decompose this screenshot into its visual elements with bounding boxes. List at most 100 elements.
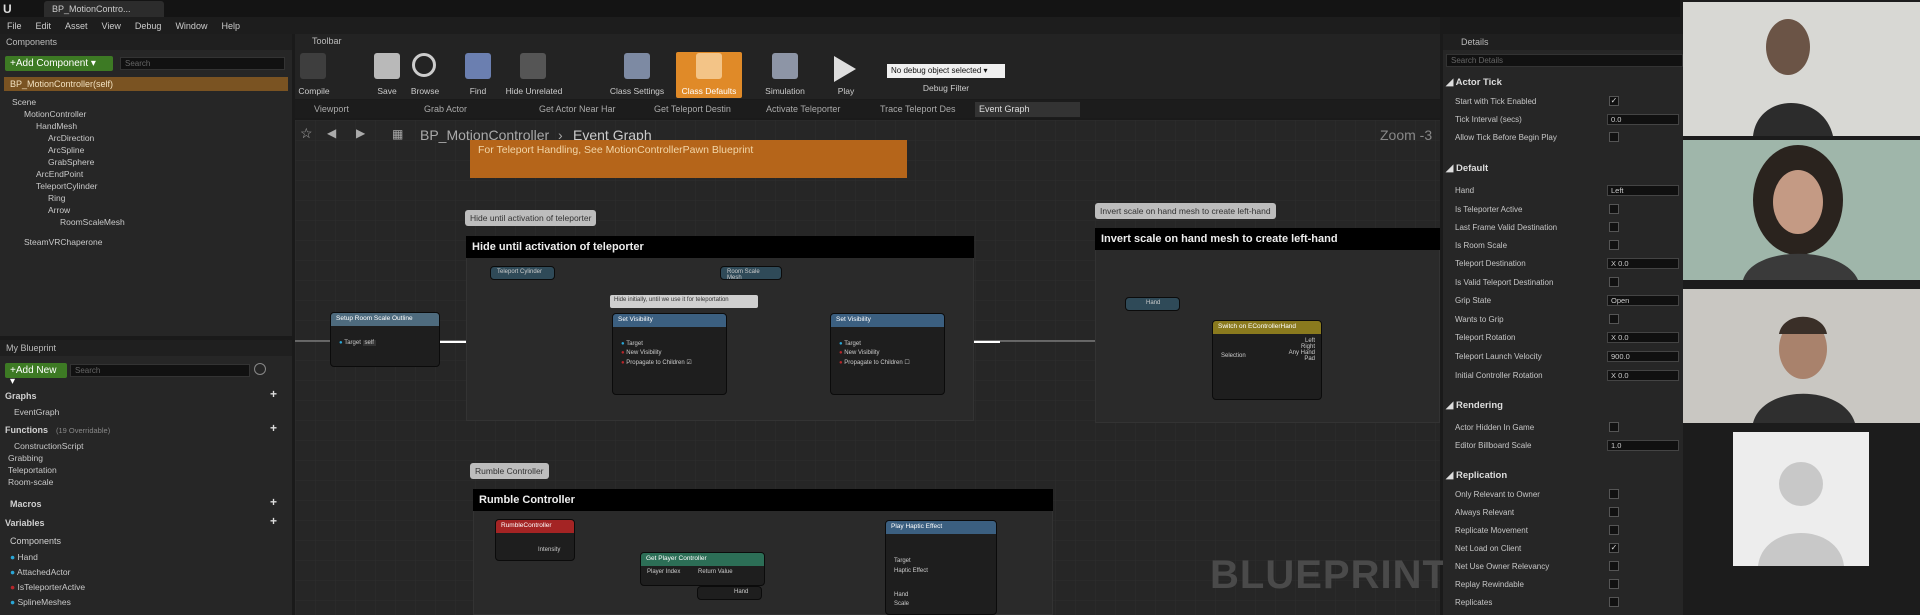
variable-item[interactable]: ● IsTeleporterActive [10,582,86,592]
tree-item[interactable]: GrabSphere [48,157,95,167]
add-macro-icon[interactable]: + [270,495,278,509]
menu-edit[interactable]: Edit [35,20,52,31]
bookmark-star-icon[interactable]: ☆ [300,125,313,141]
document-tab[interactable]: BP_MotionContro... [44,1,164,17]
tab-get-teleport-destination[interactable]: Get Teleport Destin [654,104,731,114]
tab-get-actor-near-hand[interactable]: Get Actor Near Har [539,104,616,114]
component-self-row[interactable]: BP_MotionController(self) [4,77,288,91]
teleport-destination-field[interactable]: X 0.0 [1607,258,1679,269]
pin-target[interactable]: ● Target self [339,340,376,346]
hide-unrelated-icon[interactable] [520,53,546,79]
last-frame-valid-checkbox[interactable] [1609,222,1619,232]
find-icon[interactable] [465,53,491,79]
add-new-button[interactable]: +Add New ▾ [5,363,67,387]
browse-button[interactable]: Browse [410,86,440,96]
section-default[interactable]: ◢ Default [1446,163,1489,174]
play-icon[interactable] [834,56,856,82]
forward-arrow-icon[interactable]: ▶ [356,126,366,140]
variables-section[interactable]: Variables [5,518,45,528]
class-defaults-icon[interactable] [696,53,722,79]
is-valid-teleport-checkbox[interactable] [1609,277,1619,287]
tree-item[interactable]: Arrow [48,205,71,215]
breadcrumb-current[interactable]: Event Graph [573,127,652,143]
menu-window[interactable]: Window [175,20,208,31]
class-settings-icon[interactable] [624,53,650,79]
pin-intensity[interactable]: Intensity [538,547,561,553]
pin-propagate[interactable]: ● Propagate to Children ☐ [839,360,910,366]
tree-item[interactable]: Ring [48,193,66,203]
variable-item[interactable]: ● AttachedActor [10,567,71,577]
macros-section[interactable]: Macros [10,499,42,509]
save-icon[interactable] [374,53,400,79]
variable-item[interactable]: ● Hand [10,552,38,562]
event-graph-item[interactable]: EventGraph [14,407,60,417]
add-component-button[interactable]: +Add Component ▾ [5,56,113,71]
net-use-owner-checkbox[interactable] [1609,561,1619,571]
pin-left[interactable]: Left [1304,338,1315,344]
function-item[interactable]: ConstructionScript [14,441,84,451]
tree-item[interactable]: ArcSpline [48,145,85,155]
grip-state-select[interactable]: Open [1607,295,1679,306]
node-rumble-controller[interactable]: RumbleController Intensity [495,519,575,561]
simulation-icon[interactable] [772,53,798,79]
functions-section[interactable]: Functions [5,425,48,435]
is-room-scale-checkbox[interactable] [1609,240,1619,250]
node-teleport-cylinder[interactable]: Teleport Cylinder [490,266,555,280]
comment-title-rumble[interactable]: Rumble Controller [473,489,1053,511]
section-replication[interactable]: ◢ Replication [1446,470,1508,481]
pin-propagate[interactable]: ● Propagate to Children ☑ [621,360,692,366]
node-switch-controller-hand[interactable]: Switch on EControllerHand Left Right Any… [1212,320,1322,400]
initial-rotation-field[interactable]: X 0.0 [1607,370,1679,381]
tree-item[interactable]: HandMesh [36,121,78,131]
class-defaults-button[interactable]: Class Defaults [681,86,737,96]
teleport-rotation-field[interactable]: X 0.0 [1607,332,1679,343]
compile-button[interactable]: Compile [298,86,330,96]
debug-object-select[interactable]: No debug object selected ▾ [887,64,1005,78]
blueprint-search-input[interactable]: Search [70,364,250,377]
breadcrumb-root[interactable]: BP_MotionController [420,127,550,143]
browse-icon[interactable] [412,53,436,77]
view-options-icon[interactable] [254,363,266,375]
function-item[interactable]: Room-scale [8,477,54,487]
pin-hand[interactable]: Hand [894,592,909,598]
components-variable-group[interactable]: Components [10,536,62,546]
is-teleporter-active-checkbox[interactable] [1609,204,1619,214]
graphs-section[interactable]: Graphs [5,391,37,401]
comment-bubble-hide[interactable]: Hide until activation of teleporter [465,210,597,226]
tree-item[interactable]: ArcEndPoint [36,169,84,179]
pin-right[interactable]: Right [1300,344,1315,350]
tree-item[interactable]: TeleportCylinder [36,181,98,191]
node-setup-room-scale[interactable]: Setup Room Scale Outline ● Target self [330,312,440,367]
find-button[interactable]: Find [469,86,487,96]
node-room-scale-mesh[interactable]: Room Scale Mesh [720,266,782,281]
add-graph-icon[interactable]: + [270,387,278,401]
pin-new-visibility[interactable]: ● New Visibility [621,350,662,356]
tree-item[interactable]: RoomScaleMesh [60,217,125,227]
tab-viewport[interactable]: Viewport [314,104,349,114]
menu-asset[interactable]: Asset [65,20,88,31]
tab-activate-teleporter[interactable]: Activate Teleporter [766,104,841,114]
tab-event-graph[interactable]: Event Graph [975,102,1080,117]
details-search-input[interactable]: Search Details [1446,54,1683,67]
tree-item[interactable]: Scene [12,97,37,107]
node-hand-variable-2[interactable]: Hand [697,586,762,600]
pin-new-visibility[interactable]: ● New Visibility [839,350,880,356]
comment-bubble-rumble[interactable]: Rumble Controller [470,463,549,479]
teleport-handling-comment[interactable]: For Teleport Handling, See MotionControl… [470,140,907,178]
pin-player-index[interactable]: Player Index [647,569,681,575]
pin-pad[interactable]: Pad [1304,356,1315,362]
pin-scale[interactable]: Scale [894,601,910,607]
menu-debug[interactable]: Debug [134,20,162,31]
function-item[interactable]: Teleportation [8,465,57,475]
tree-item[interactable]: ArcDirection [48,133,95,143]
play-button[interactable]: Play [837,86,855,96]
pin-target[interactable]: ● Target [621,341,643,347]
node-get-player-controller[interactable]: Get Player Controller Player Index Retur… [640,552,765,586]
hide-unrelated-button[interactable]: Hide Unrelated [505,86,563,96]
launch-velocity-field[interactable]: 900.0 [1607,351,1679,362]
always-relevant-checkbox[interactable] [1609,507,1619,517]
section-rendering[interactable]: ◢ Rendering [1446,400,1503,411]
tab-grab-actor[interactable]: Grab Actor [424,104,468,114]
class-settings-button[interactable]: Class Settings [609,86,665,96]
comment-bubble-invert[interactable]: Invert scale on hand mesh to create left… [1095,203,1276,219]
